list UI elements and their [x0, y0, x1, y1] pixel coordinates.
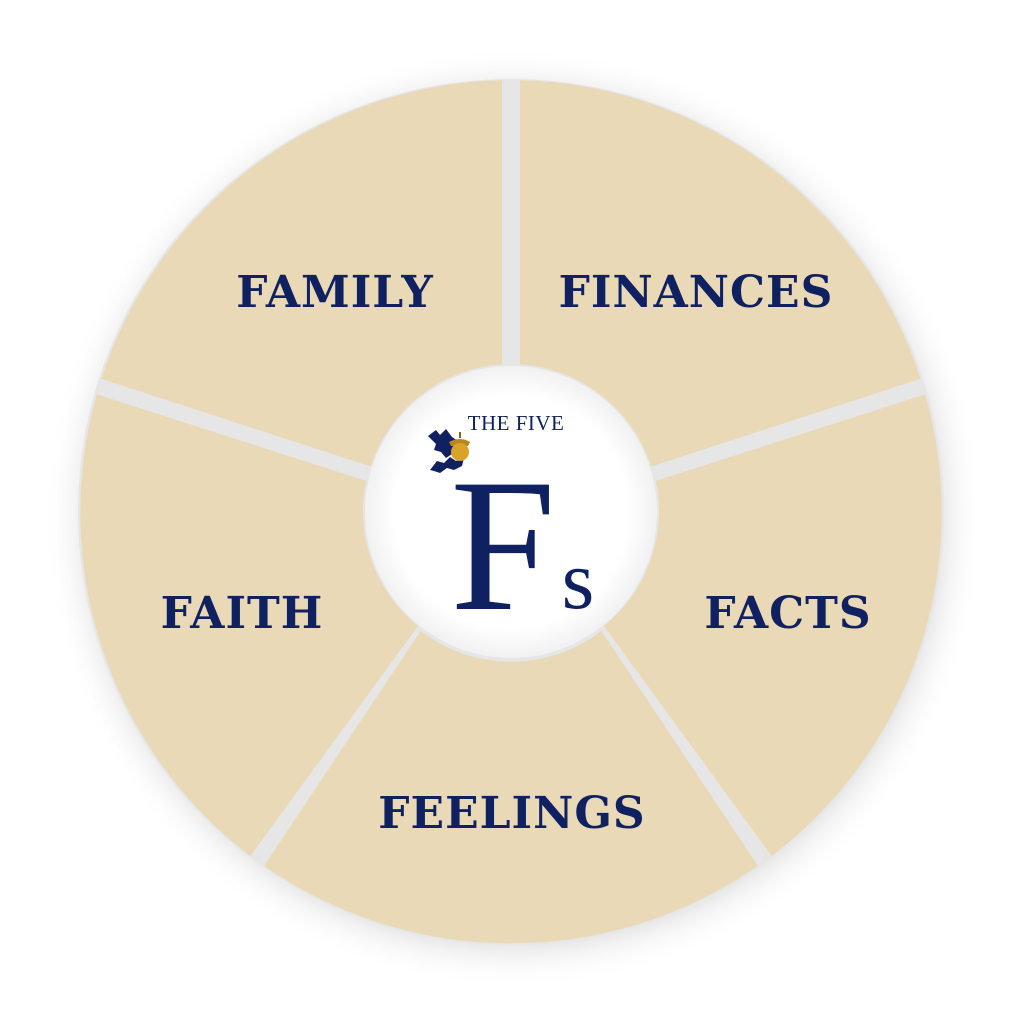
label-finances: FINANCES	[559, 267, 834, 318]
label-facts: FACTS	[704, 588, 871, 639]
five-fs-logo: THE FIVE F s	[428, 411, 594, 651]
label-feelings: FEELINGS	[378, 788, 645, 839]
segment-facts[interactable]	[604, 394, 942, 856]
label-faith: FAITH	[161, 588, 324, 639]
label-family: FAMILY	[236, 267, 434, 318]
logo-big-f: F	[450, 441, 556, 651]
acorn-icon	[449, 432, 470, 461]
logo-small-s: s	[562, 534, 595, 627]
segment-finances[interactable]	[520, 80, 921, 467]
segment-feelings[interactable]	[264, 630, 758, 944]
segment-family[interactable]	[101, 80, 503, 467]
segment-faith[interactable]	[80, 394, 418, 856]
logo-the-five: THE FIVE	[468, 411, 565, 435]
